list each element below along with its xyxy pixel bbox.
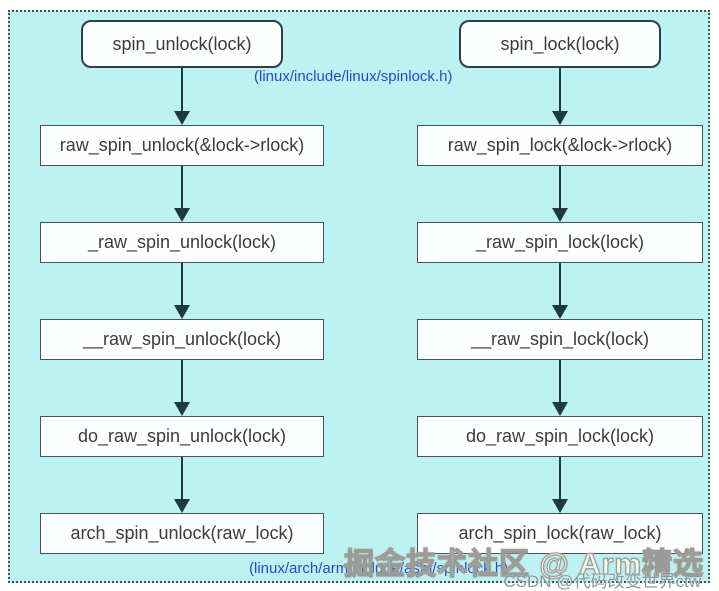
- arrow-head-icon: [174, 305, 190, 319]
- watermark-csdn: CSDN @代码改变世界ctw: [503, 572, 701, 591]
- arrow-shaft: [180, 68, 184, 111]
- unlock-call-chain-column: spin_unlock(lock) raw_spin_unlock(&lock-…: [40, 20, 324, 554]
- flow-node-underscore-raw-spin-lock: _raw_spin_lock(lock): [417, 222, 703, 263]
- arrow-shaft: [558, 457, 562, 499]
- arrow-head-icon: [552, 208, 568, 222]
- down-arrow: [552, 166, 568, 222]
- down-arrow: [174, 263, 190, 319]
- arrow-shaft: [558, 360, 562, 402]
- diagram-canvas: spin_unlock(lock) raw_spin_unlock(&lock-…: [8, 10, 710, 591]
- down-arrow: [552, 457, 568, 513]
- arrow-head-icon: [552, 305, 568, 319]
- arrow-head-icon: [174, 111, 190, 125]
- down-arrow: [174, 360, 190, 416]
- arrow-shaft: [180, 166, 184, 208]
- flow-node-spin-unlock: spin_unlock(lock): [81, 20, 283, 68]
- flow-node-raw-spin-lock: raw_spin_lock(&lock->rlock): [417, 125, 703, 166]
- lock-call-chain-column: spin_lock(lock) raw_spin_lock(&lock->rlo…: [417, 20, 703, 554]
- arrow-shaft: [558, 68, 562, 111]
- flow-node-spin-lock: spin_lock(lock): [459, 20, 661, 68]
- arrow-head-icon: [552, 402, 568, 416]
- flow-node-arch-spin-unlock: arch_spin_unlock(raw_lock): [40, 513, 324, 554]
- down-arrow: [174, 166, 190, 222]
- arrow-head-icon: [174, 402, 190, 416]
- arrow-shaft: [180, 360, 184, 402]
- flow-node-double-underscore-raw-spin-unlock: __raw_spin_unlock(lock): [40, 319, 324, 360]
- flow-node-raw-spin-unlock: raw_spin_unlock(&lock->rlock): [40, 125, 324, 166]
- down-arrow: [174, 457, 190, 513]
- arrow-shaft: [180, 263, 184, 305]
- flow-node-arch-spin-lock: arch_spin_lock(raw_lock): [417, 513, 703, 554]
- arrow-shaft: [180, 457, 184, 499]
- flow-node-double-underscore-raw-spin-lock: __raw_spin_lock(lock): [417, 319, 703, 360]
- arrow-head-icon: [552, 499, 568, 513]
- down-arrow: [552, 360, 568, 416]
- down-arrow: [552, 68, 568, 125]
- arrow-shaft: [558, 166, 562, 208]
- arrow-head-icon: [174, 208, 190, 222]
- down-arrow: [552, 263, 568, 319]
- arrow-shaft: [558, 263, 562, 305]
- flow-node-do-raw-spin-unlock: do_raw_spin_unlock(lock): [40, 416, 324, 457]
- flow-node-underscore-raw-spin-unlock: _raw_spin_unlock(lock): [40, 222, 324, 263]
- arrow-head-icon: [552, 111, 568, 125]
- down-arrow: [174, 68, 190, 125]
- arrow-head-icon: [174, 499, 190, 513]
- flow-node-do-raw-spin-lock: do_raw_spin_lock(lock): [417, 416, 703, 457]
- watermark-juejin: 掘金技术社区 @ Arm精选: [343, 547, 704, 581]
- source-file-annotation-top: (linux/include/linux/spinlock.h): [254, 68, 453, 85]
- source-file-annotation-bottom: (linux/arch/arm/include/asm/spinlock.h): [249, 560, 509, 577]
